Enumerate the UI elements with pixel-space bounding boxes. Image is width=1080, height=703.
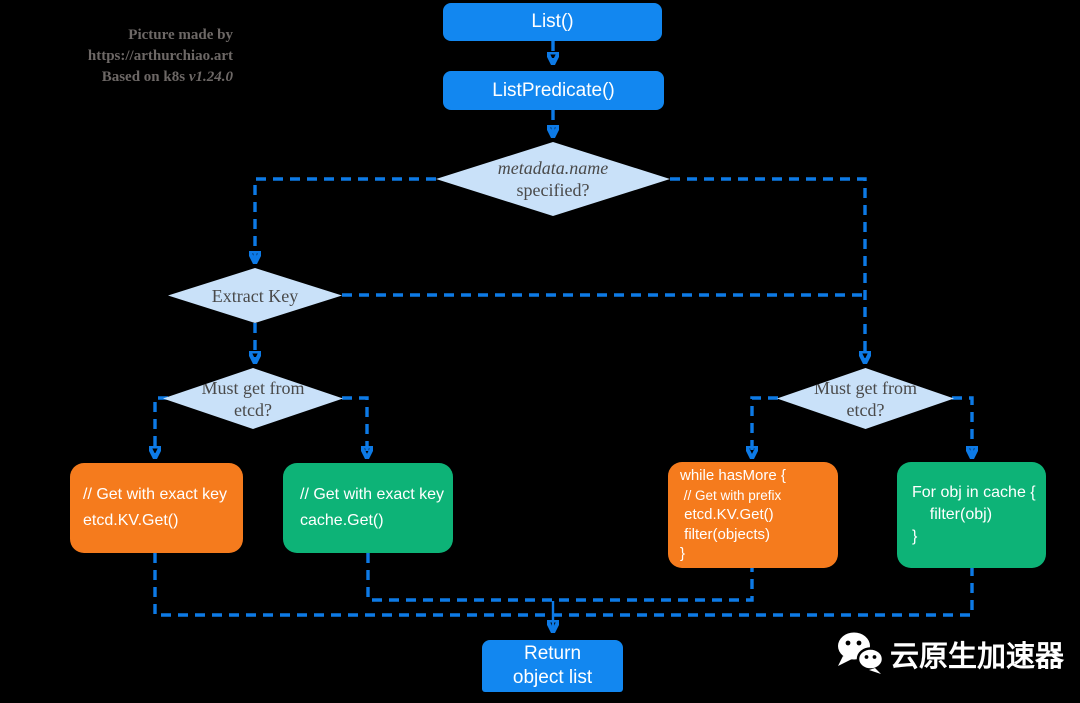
code-line: // Get with exact key [300,486,445,503]
node-etcd-get-prefix-loop: while hasMore { // Get with prefix etcd.… [668,462,838,568]
brand-name: 云原生加速器 [890,641,1065,673]
code-line: // Get with prefix [680,487,782,503]
code-line: cache.Get() [300,512,384,529]
collector-line-upper [366,553,754,602]
arrow-must-right-to-etcd-prefix [752,396,778,456]
attribution-text: Picture made by https://arthurchiao.art … [88,25,233,88]
diamond-metadata-line2: specified? [516,180,590,200]
diamond-must-right-line2: etcd? [846,399,885,420]
node-list: List() [443,3,662,41]
node-return-object-list: Return object list [482,640,623,692]
code-line: // Get with exact key [83,486,228,503]
collector-line-lower [153,553,974,617]
code-line: } [680,545,686,563]
diamond-must-right-line1: Must get from [814,377,917,398]
wechat-icon [838,632,885,674]
code-line: For obj in cache { [912,484,1036,501]
node-cache-iterate-filter: For obj in cache { filter(obj) } [897,462,1046,568]
code-line: etcd.KV.Get() [83,512,179,529]
node-list-predicate: ListPredicate() [443,71,664,110]
code-line: } [912,528,918,545]
diamond-extract-key-label: Extract Key [211,285,299,306]
return-line2: object list [512,667,593,688]
attribution-link: https://arthurchiao.art [87,48,233,64]
return-line1: Return [523,643,582,664]
attribution-line-1: Picture made by [128,27,233,43]
arrow-must-right-to-cache-iterate [952,396,972,456]
arrow-metadata-to-must-get-right [670,177,865,361]
node-cache-get-exact-key: // Get with exact key cache.Get() [283,463,453,553]
arrow-must-left-to-cache-exact [342,396,367,456]
footer-brand: 云原生加速器 [836,629,1064,679]
node-etcd-get-exact-key: // Get with exact key etcd.KV.Get() [70,463,243,553]
diamond-must-left-line2: etcd? [234,399,272,420]
k8s-version: v1.24.0 [188,69,233,85]
code-line: etcd.KV.Get() [680,506,774,524]
code-line: filter(obj) [912,506,993,523]
code-line: filter(objects) [680,525,771,543]
diamond-must-left-line1: Must get from [201,377,305,398]
arrow-metadata-to-extract-key [255,177,436,261]
node-list-predicate-label: ListPredicate() [492,79,615,101]
arrow-must-left-to-etcd-exact [155,396,168,456]
node-list-label: List() [531,11,574,32]
diamond-metadata-line1: metadata.name [497,158,609,178]
code-line: while hasMore { [680,467,786,485]
attribution-line-3: Based on k8s v1.24.0 [101,69,233,85]
